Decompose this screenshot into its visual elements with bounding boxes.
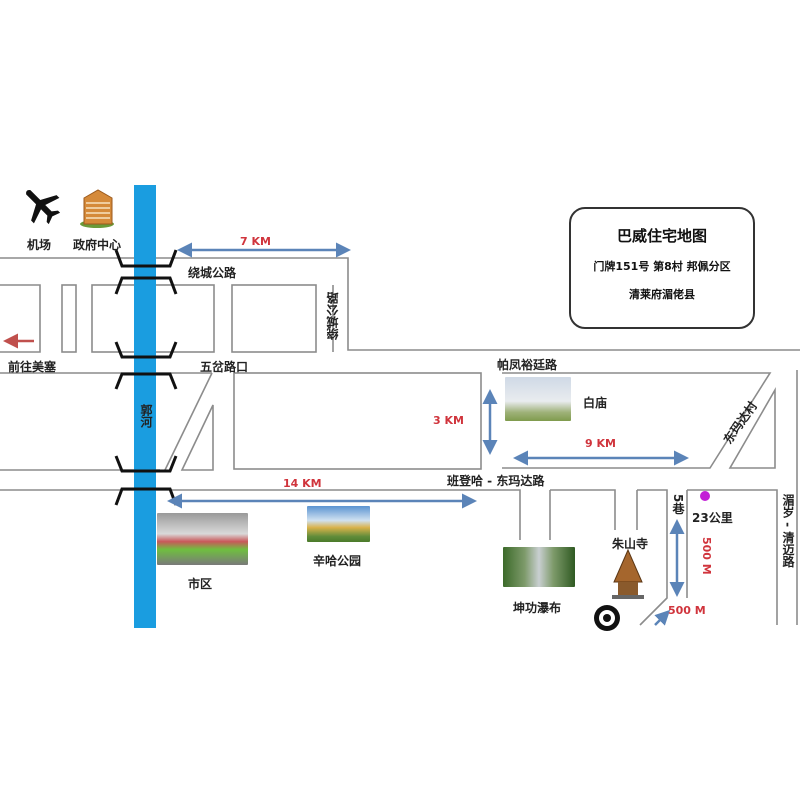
airport-label: 机场 xyxy=(27,238,52,252)
five-way-diag-2 xyxy=(180,404,214,471)
white-temple-label: 白庙 xyxy=(583,396,608,410)
address-line-2: 清莱府湄佬县 xyxy=(629,288,695,301)
government-center-label: 政府中心 xyxy=(73,238,122,252)
distance-3km: 3 KM xyxy=(433,414,464,427)
distance-500m-vertical: 500 M xyxy=(700,537,713,575)
address-line-1: 门牌151号 第8村 邦佩分区 xyxy=(593,260,731,273)
map-title: 巴威住宅地图 xyxy=(616,227,707,245)
government-building-icon xyxy=(80,189,114,228)
lane5-right xyxy=(687,489,778,625)
downtown-photo xyxy=(157,513,248,565)
waterfall-label: 坤功瀑布 xyxy=(513,601,562,615)
white-temple-block xyxy=(502,372,772,469)
to-mae-sai-label: 前往美塞 xyxy=(8,360,57,374)
ring-road-vertical-label: 绕城公路 xyxy=(326,292,340,340)
singha-park-photo xyxy=(307,506,370,542)
five-way-diag-1 xyxy=(164,372,213,471)
block-c xyxy=(231,284,317,353)
ring-road-lower-edge xyxy=(0,284,41,353)
distance-14km: 14 KM xyxy=(283,477,322,490)
singha-park-label: 辛哈公园 xyxy=(313,554,362,568)
distance-7km: 7 KM xyxy=(240,235,271,248)
arrow-500m-d xyxy=(654,609,671,626)
zhushan-temple-icon xyxy=(612,548,644,599)
lane5-left xyxy=(637,489,668,626)
river-label: 郭河 xyxy=(139,404,153,428)
waterfall-photo xyxy=(503,547,575,587)
white-temple-photo xyxy=(505,377,571,421)
phahonyothin-road-label: 帕凤裕廷路 xyxy=(497,358,558,372)
bridges xyxy=(114,249,178,506)
ring-road-label: 绕城公路 xyxy=(188,266,237,280)
block-mid xyxy=(233,372,482,470)
ban-den-road-label: 班登哈 - 东玛达路 xyxy=(447,474,545,488)
km23-marker xyxy=(700,491,710,501)
road-network xyxy=(0,257,800,626)
block-a xyxy=(61,284,77,353)
five-way-junction-label: 五岔路口 xyxy=(200,360,249,374)
zhushan-temple-label: 朱山寺 xyxy=(612,537,649,551)
lane5-label: 5巷 xyxy=(671,494,685,515)
downtown-label: 市区 xyxy=(188,577,213,591)
home-target-icon xyxy=(594,605,620,631)
river-kok xyxy=(134,185,156,628)
dongmada-tri xyxy=(728,387,776,469)
distance-9km: 9 KM xyxy=(585,437,616,450)
mae-lao-road-label: 湄岁 - 清迈路 xyxy=(781,494,795,568)
distance-500m-diagonal: 500 M xyxy=(668,604,706,617)
lower-road-top xyxy=(0,489,521,540)
title-card: 巴威住宅地图 门牌151号 第8村 邦佩分区 清莱府湄佬县 xyxy=(569,207,755,329)
airplane-icon xyxy=(26,190,61,225)
km23-label: 23公里 xyxy=(692,511,733,525)
